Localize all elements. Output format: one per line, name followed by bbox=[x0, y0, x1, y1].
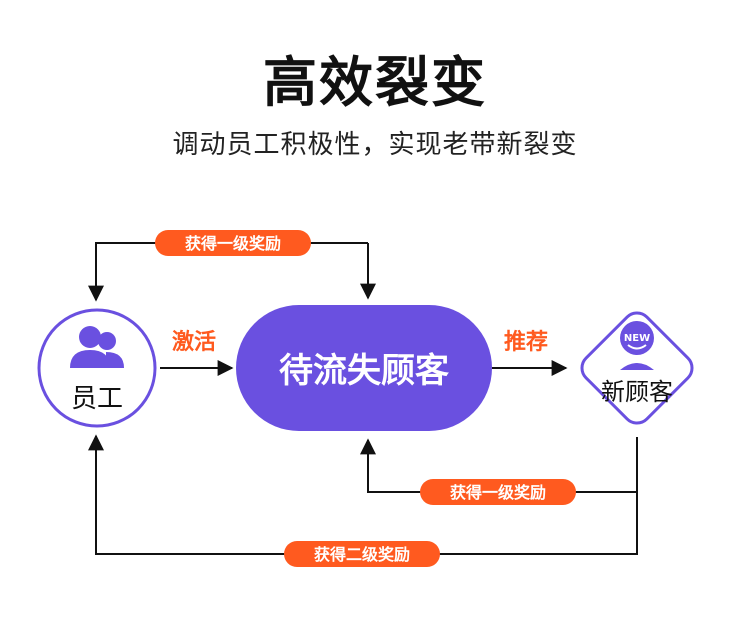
employee-label: 员工 bbox=[71, 384, 123, 414]
employee-node: 员工 bbox=[37, 308, 157, 428]
bottom-reward-pill: 获得二级奖励 bbox=[284, 541, 440, 567]
middle-reward-pill: 获得一级奖励 bbox=[420, 479, 576, 505]
smiley-person-icon: NEW bbox=[620, 321, 654, 370]
new-customer-node: NEW 新顾客 bbox=[580, 311, 694, 425]
page-subtitle: 调动员工积极性，实现老带新裂变 bbox=[172, 130, 578, 160]
bottom-reward-label: 获得二级奖励 bbox=[314, 545, 410, 564]
top-reward-pill: 获得一级奖励 bbox=[155, 230, 311, 256]
activate-label: 激活 bbox=[172, 329, 216, 355]
page-title: 高效裂变 bbox=[263, 51, 487, 114]
new-badge: NEW bbox=[624, 333, 650, 344]
new-customer-label: 新顾客 bbox=[601, 378, 673, 406]
middle-reward-label: 获得一级奖励 bbox=[450, 483, 546, 502]
lost-customer-node: 待流失顾客 bbox=[236, 305, 492, 431]
people-icon bbox=[70, 326, 124, 368]
lost-customer-label: 待流失顾客 bbox=[279, 351, 449, 391]
recommend-label: 推荐 bbox=[504, 329, 548, 355]
top-reward-label: 获得一级奖励 bbox=[185, 234, 281, 253]
